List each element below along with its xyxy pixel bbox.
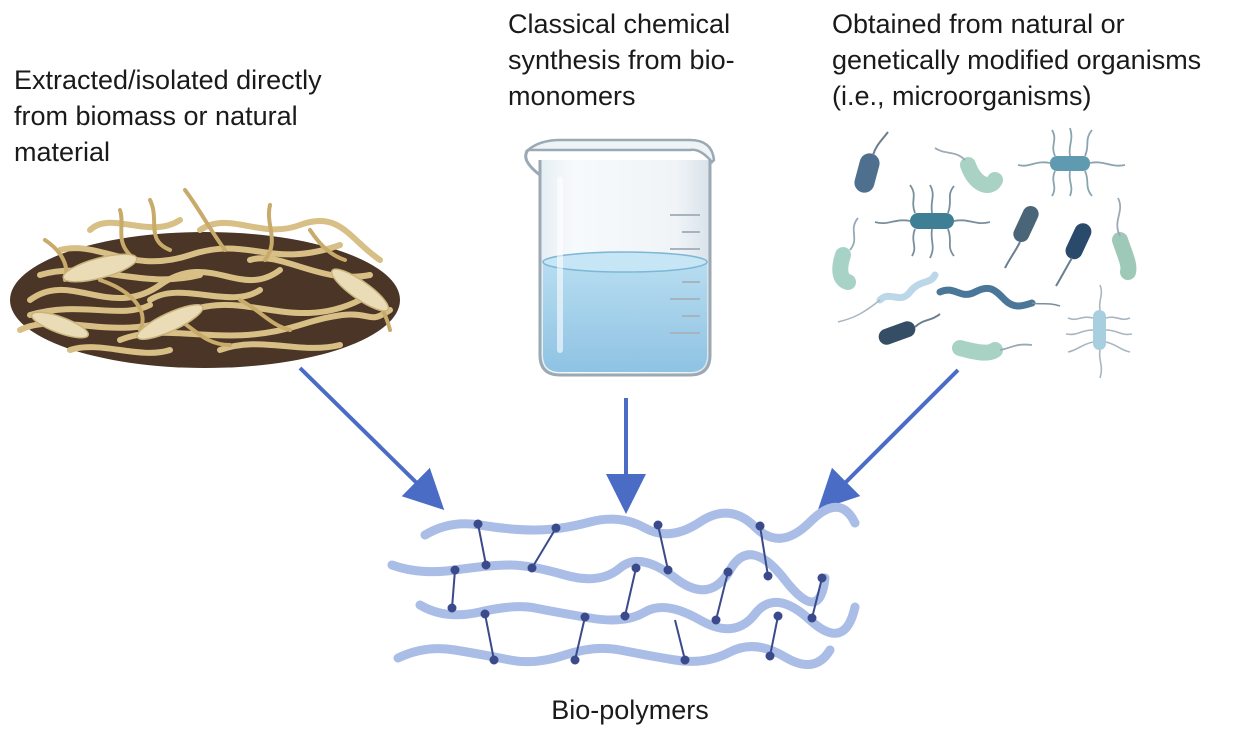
crosslink-7: [715, 571, 729, 621]
chemical-synthesis-label: Classical chemical synthesis from bio- m…: [508, 6, 788, 114]
organisms-label-line-3: (i.e., microorganisms): [832, 81, 1092, 111]
rod-bacterium-dark: [854, 131, 889, 193]
crosslink-10: [574, 616, 586, 661]
crosslink-13: [674, 619, 686, 661]
flagellated-bacterium-bottom: [1065, 284, 1133, 379]
crosslink-3: [657, 524, 669, 571]
polymer-strand-2: [387, 550, 830, 607]
crosslink-4: [759, 525, 769, 577]
flagellated-bacterium-mid: [874, 184, 991, 259]
biomass-fiber-pile-icon: [10, 188, 400, 368]
crosslink-5: [451, 569, 456, 609]
beaker-icon: [524, 138, 716, 377]
organisms-source-label: Obtained from natural or genetically mod…: [832, 6, 1252, 114]
polymer-strand-4: [393, 642, 835, 669]
polymer-strand-1: [420, 502, 860, 543]
crosslink-12: [769, 615, 779, 657]
chemical-label-line-2: synthesis from bio-: [508, 45, 735, 75]
biomass-label-line-1: Extracted/isolated directly: [14, 65, 322, 95]
biomass-label-line-3: material: [14, 137, 111, 167]
rod-bacterium-bottom: [878, 313, 941, 345]
biomass-source-label: Extracted/isolated directly from biomass…: [14, 62, 394, 170]
spiral-bacterium-center: [936, 284, 1061, 310]
chemical-label-line-1: Classical chemical: [508, 9, 731, 39]
crosslink-8: [811, 577, 823, 619]
arrow-from-organisms: [817, 368, 960, 511]
rod-bacterium-3: [1055, 223, 1092, 287]
polymer-strand-3: [415, 597, 860, 638]
organisms-label-line-2: genetically modified organisms: [832, 45, 1202, 75]
curved-bacterium: [934, 147, 1003, 193]
rod-bacterium-2: [1004, 206, 1039, 269]
spiral-bacterium-left: [837, 271, 939, 323]
crosslink-1: [477, 523, 487, 566]
microorganisms-icon: [832, 127, 1137, 379]
crosslink-2: [531, 527, 557, 569]
crosslink-9: [484, 613, 495, 661]
flagellated-bacterium-top: [1017, 127, 1126, 197]
organisms-label-line-1: Obtained from natural or: [832, 9, 1125, 39]
curved-bacterium-bottom: [952, 340, 1033, 361]
curved-bacterium-left: [832, 217, 859, 290]
chemical-label-line-3: monomers: [508, 81, 636, 111]
arrow-from-biomass: [298, 366, 445, 511]
crosslink-6: [624, 567, 637, 617]
biomass-label-line-2: from biomass or natural: [14, 101, 298, 131]
curved-bacterium-right: [1112, 197, 1137, 280]
polymer-network-icon: [387, 502, 860, 669]
bio-polymers-label: Bio-polymers: [551, 695, 709, 725]
